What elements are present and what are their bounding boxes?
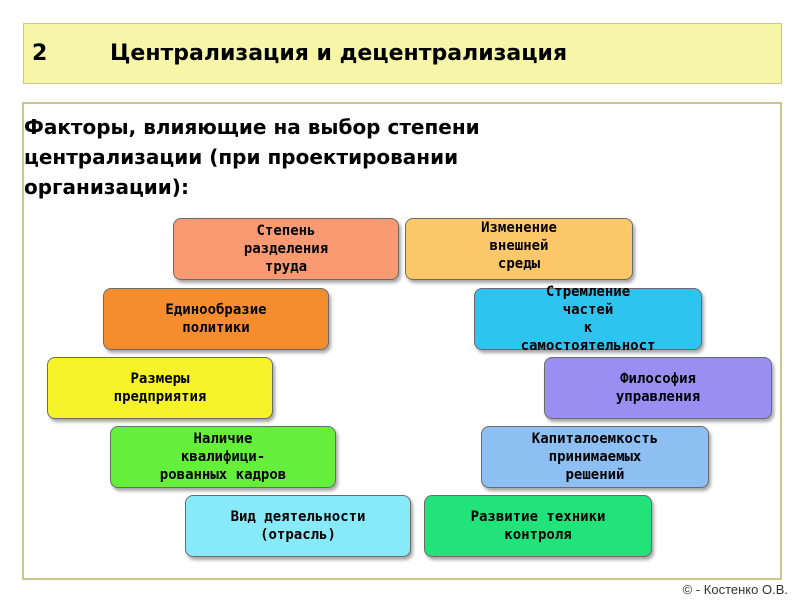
factor-control-tech: Развитие техники контроля [424,495,652,557]
slide-header: 2 Централизация и децентрализация [23,23,782,84]
slide-title: Централизация и децентрализация [110,41,568,66]
factor-management-philosophy: Философия управления [544,357,772,419]
factor-activity-type: Вид деятельности (отрасль) [185,495,411,557]
copyright-footer: © - Костенко О.В. [682,582,788,597]
factor-capital-intensity: Капиталоемкость принимаемых решений [481,426,709,488]
subtitle: Факторы, влияющие на выбор степени центр… [24,115,480,199]
factor-autonomy: Стремление частей к самостоятельност [474,284,702,354]
factor-enterprise-size: Размеры предприятия [47,357,273,419]
factor-qualified-staff: Наличие квалифици- рованных кадров [110,426,336,488]
factor-external-change: Изменение внешней среды [405,218,633,280]
factor-division-of-labor: Степень разделения труда [173,218,399,280]
section-number: 2 [32,41,48,66]
factor-policy-uniformity: Единообразие политики [103,288,329,350]
